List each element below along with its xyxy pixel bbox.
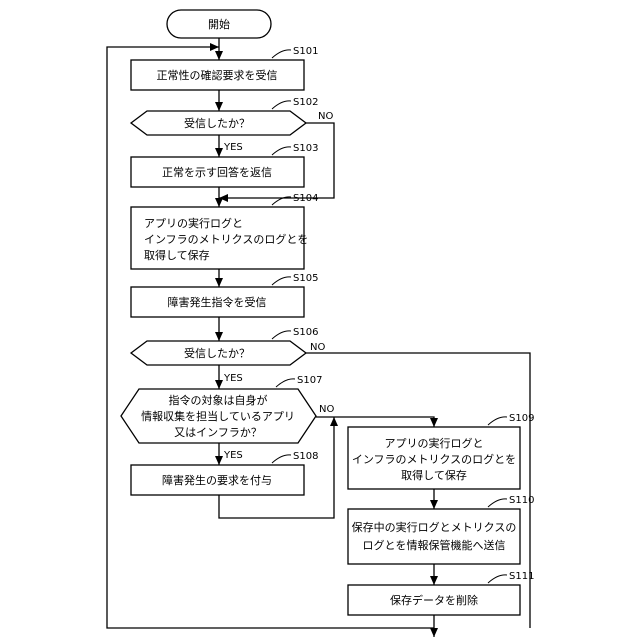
step-s103-text: 正常を示す回答を返信 [162,165,272,179]
step-s104-line-2: インフラのメトリクスのログとを [144,232,308,246]
step-s101: 正常性の確認要求を受信 S101 [131,46,318,90]
step-s110: 保存中の実行ログとメトリクスの ログとを情報保管機能へ送信 S110 [348,495,534,564]
arrowhead-main-5 [215,278,223,287]
arrowhead-main-1 [215,51,223,60]
arrowhead-main-8 [215,456,223,465]
step-s105: 障害発生指令を受信 S105 [131,273,318,317]
step-s104: アプリの実行ログと インフラのメトリクスのログとを 取得して保存 S104 [131,193,318,269]
step-s107-line-2: 情報収集を担当しているアプリ [141,409,295,423]
step-s111: 保存データを削除 S111 [348,571,534,615]
step-s102-text: 受信したか？ [184,117,250,130]
step-s108-code: S108 [293,451,318,462]
step-s107: 指令の対象は自身が 情報収集を担当しているアプリ 又はインフラか？ S107 [121,375,322,443]
step-s101-text: 正常性の確認要求を受信 [157,68,278,82]
step-s107-code: S107 [297,375,322,386]
arrowhead-s107-to-s109 [430,418,438,427]
s102-yes-label: YES [223,142,243,153]
step-s102: 受信したか？ S102 [131,97,318,135]
arrowhead-main-7 [215,380,223,389]
step-s106: 受信したか？ S106 [131,327,318,365]
arrowhead-main-10 [430,576,438,585]
arrowhead-loop-back [210,43,219,51]
step-s105-text: 障害発生指令を受信 [168,295,267,309]
step-s109-code: S109 [509,413,534,424]
s107-yes-label: YES [223,450,243,461]
s106-yes-label: YES [223,373,243,384]
step-s111-text: 保存データを削除 [390,593,478,607]
step-s104-code: S104 [293,193,318,204]
step-s110-line-1: 保存中の実行ログとメトリクスの [352,520,517,534]
start-label: 開始 [208,17,230,31]
s106-no-label: NO [310,342,325,353]
step-s111-code: S111 [509,571,534,582]
step-s101-code: S101 [293,46,318,57]
step-s109-line-2: インフラのメトリクスのログとを [352,452,516,466]
arrowhead-main-4 [215,198,223,207]
step-s103-code: S103 [293,143,318,154]
step-s107-line-1: 指令の対象は自身が [169,393,268,407]
step-s109: アプリの実行ログと インフラのメトリクスのログとを 取得して保存 S109 [348,413,534,489]
step-s109-line-1: アプリの実行ログと [385,436,484,450]
arrowhead-main-6 [215,332,223,341]
s102-no-label: NO [318,111,333,122]
arrowhead-main-2 [215,102,223,111]
start-terminal: 開始 [167,10,271,38]
step-s102-code: S102 [293,97,318,108]
step-s108-text: 障害発生の要求を付与 [162,473,272,487]
step-s107-line-3: 又はインフラか？ [174,426,262,439]
step-s106-code: S106 [293,327,318,338]
s107-no-label: NO [319,404,334,415]
step-s104-line-3: 取得して保存 [144,248,210,262]
step-s105-code: S105 [293,273,318,284]
arrowhead-main-3 [215,148,223,157]
arrowhead-s108-merge [330,417,338,426]
step-s110-line-2: ログとを情報保管機能へ送信 [363,538,506,552]
step-s104-line-1: アプリの実行ログと [144,216,243,230]
step-s110-code: S110 [509,495,534,506]
arrowhead-main-9 [430,500,438,509]
step-s109-line-3: 取得して保存 [401,468,467,482]
step-s106-text: 受信したか？ [184,347,250,360]
